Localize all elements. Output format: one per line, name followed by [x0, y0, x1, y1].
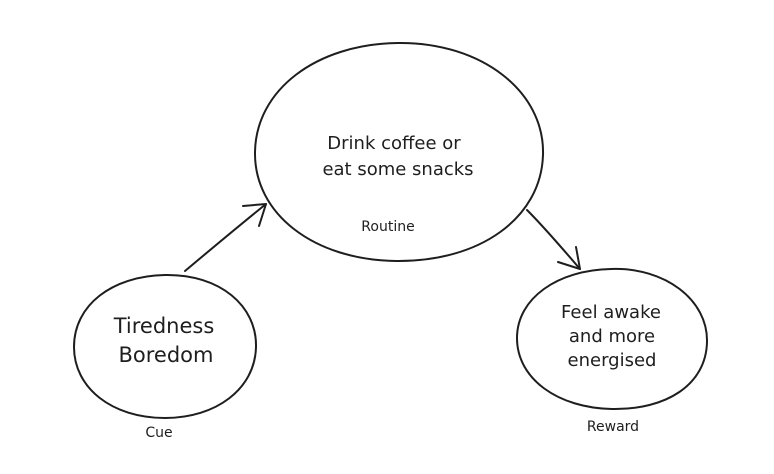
routine-to-reward-arrowhead [557, 246, 581, 270]
reward-node: Feel awake and more energised Reward [516, 267, 709, 435]
reward-ellipse [516, 267, 709, 411]
reward-line-2: and more [569, 326, 655, 347]
routine-node: Drink coffee or eat some snacks Routine [253, 41, 545, 263]
cue-to-routine-arrowhead [242, 203, 267, 227]
routine-caption: Routine [361, 219, 414, 235]
cue-line-1: Tiredness [113, 314, 215, 338]
routine-ellipse [253, 41, 545, 263]
cue-to-routine-arrow [184, 203, 267, 272]
cue-node: Tiredness Boredom Cue [73, 273, 258, 441]
cue-ellipse [73, 273, 258, 419]
routine-line-2: eat some snacks [322, 159, 473, 180]
routine-line-1: Drink coffee or [327, 133, 461, 154]
reward-caption: Reward [587, 419, 639, 435]
reward-line-1: Feel awake [561, 302, 661, 323]
reward-line-3: energised [568, 350, 657, 371]
routine-to-reward-arrow [526, 209, 581, 270]
cue-caption: Cue [145, 425, 172, 441]
cue-line-2: Boredom [119, 343, 214, 367]
